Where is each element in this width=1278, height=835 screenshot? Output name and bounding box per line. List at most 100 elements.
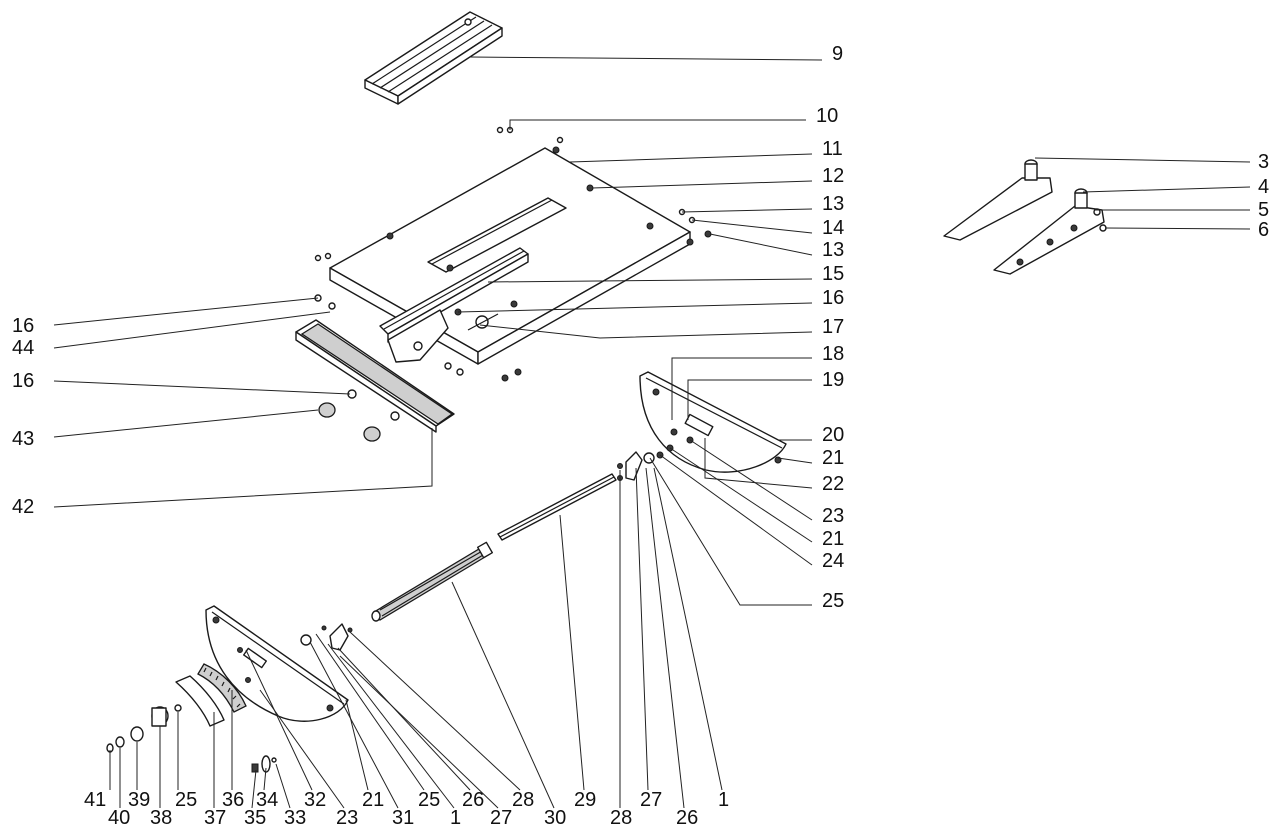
- part-right-small-bracket: [617, 451, 655, 481]
- callout-label-c25a: 25: [822, 590, 844, 612]
- leader-line-c34: [263, 767, 267, 791]
- leader-line-c23b: [259, 689, 345, 809]
- leader-line-c15: [487, 278, 813, 283]
- leader-line-c24: [659, 454, 813, 566]
- callout-label-c17: 17: [822, 316, 844, 338]
- part-right-trunnion: [639, 371, 787, 473]
- leader-line-c23a: [689, 439, 813, 521]
- leader-line-c35: [251, 769, 257, 809]
- callout-label-c25b: 25: [175, 789, 197, 811]
- callout-label-c41: 41: [84, 789, 106, 811]
- callout-label-c23b: 23: [336, 807, 358, 829]
- callout-label-c3: 3: [1258, 151, 1269, 173]
- leader-line-c22: [704, 438, 813, 489]
- callout-label-c21c: 21: [362, 789, 384, 811]
- leader-line-c27b: [635, 467, 649, 791]
- callout-label-c29: 29: [574, 789, 596, 811]
- leader-line-c21b: [669, 447, 813, 543]
- callout-label-c15: 15: [822, 263, 844, 285]
- callout-label-c39: 39: [128, 789, 150, 811]
- callout-label-c40: 40: [108, 807, 130, 829]
- callout-label-c4: 4: [1258, 176, 1269, 198]
- part-small-hardware: [251, 755, 277, 773]
- leader-line-c28a: [349, 631, 521, 791]
- leader-line-c31: [309, 641, 399, 809]
- part-gear-segment: [197, 663, 247, 713]
- leader-line-c27a: [339, 655, 499, 809]
- callout-label-c20: 20: [822, 424, 844, 446]
- part-extension-plate: [364, 11, 503, 105]
- callout-label-c36: 36: [222, 789, 244, 811]
- leader-line-c21c: [345, 699, 369, 791]
- leader-line-c21a: [777, 457, 813, 464]
- callout-label-c12: 12: [822, 165, 844, 187]
- callout-label-c6: 6: [1258, 219, 1269, 241]
- callout-label-c9: 9: [832, 43, 843, 65]
- leader-line-c6: [1104, 227, 1251, 230]
- callout-label-c23a: 23: [822, 505, 844, 527]
- leader-line-c32: [245, 649, 313, 791]
- callout-label-c25c: 25: [418, 789, 440, 811]
- callout-label-c34: 34: [256, 789, 278, 811]
- callout-label-c33: 33: [284, 807, 306, 829]
- callout-label-c5: 5: [1258, 199, 1269, 221]
- leader-line-c43: [53, 409, 319, 438]
- leader-line-c12: [591, 180, 813, 189]
- callout-label-c22: 22: [822, 473, 844, 495]
- callout-label-c37: 37: [204, 807, 226, 829]
- callout-label-c21a: 21: [822, 447, 844, 469]
- leader-line-c26a: [337, 647, 471, 791]
- leader-line-c10: [509, 119, 806, 130]
- callout-label-c1a: 1: [450, 807, 461, 829]
- callout-label-c26a: 26: [462, 789, 484, 811]
- callout-label-c32: 32: [304, 789, 326, 811]
- leader-line-c25c: [315, 633, 425, 791]
- part-knob-assembly: [106, 704, 182, 753]
- callout-label-c1b: 1: [718, 789, 729, 811]
- part-fence: [295, 319, 455, 433]
- part-legs: [943, 159, 1107, 275]
- part-threaded-rod: [371, 541, 494, 622]
- callout-label-c31: 31: [392, 807, 414, 829]
- leader-line-c33: [275, 763, 291, 809]
- callout-label-c27a: 27: [490, 807, 512, 829]
- leader-line-c13a: [681, 208, 813, 213]
- leader-line-c3: [1034, 157, 1251, 163]
- leader-line-c25a: [649, 457, 812, 606]
- callout-label-c28a: 28: [512, 789, 534, 811]
- callout-label-c35: 35: [244, 807, 266, 829]
- callout-label-c13a: 13: [822, 193, 844, 215]
- callout-label-c14: 14: [822, 217, 844, 239]
- leader-line-c14: [691, 219, 813, 234]
- leader-line-c26b: [645, 467, 685, 809]
- leader-line-c9: [469, 56, 823, 61]
- part-guide-rail: [379, 247, 529, 363]
- callout-label-c16c: 16: [12, 370, 34, 392]
- callout-label-c10: 10: [816, 105, 838, 127]
- leader-line-c1a: [327, 643, 455, 809]
- leader-line-c18: [671, 357, 812, 420]
- callout-label-c16a: 16: [822, 287, 844, 309]
- callout-label-c24: 24: [822, 550, 844, 572]
- leader-line-c11: [569, 153, 813, 163]
- leader-line-c17: [479, 324, 813, 339]
- leader-line-c42: [53, 428, 433, 508]
- leader-line-c19: [687, 379, 812, 420]
- part-scale-plate: [175, 675, 225, 727]
- leader-line-c16b: [53, 297, 319, 326]
- callout-label-c30: 30: [544, 807, 566, 829]
- callout-label-c44: 44: [12, 337, 34, 359]
- leader-line-c4: [1082, 186, 1251, 193]
- part-knobs-and-screws: [314, 126, 712, 442]
- callout-label-c42: 42: [12, 496, 34, 518]
- callout-label-c11: 11: [822, 138, 843, 160]
- callout-label-c43: 43: [12, 428, 34, 450]
- part-shaft: [497, 473, 617, 541]
- callout-label-c38: 38: [150, 807, 172, 829]
- leader-line-c16a: [457, 302, 813, 313]
- leader-line-c13b: [709, 233, 813, 256]
- callout-label-c16b: 16: [12, 315, 34, 337]
- callout-label-c19: 19: [822, 369, 844, 391]
- callout-label-c26b: 26: [676, 807, 698, 829]
